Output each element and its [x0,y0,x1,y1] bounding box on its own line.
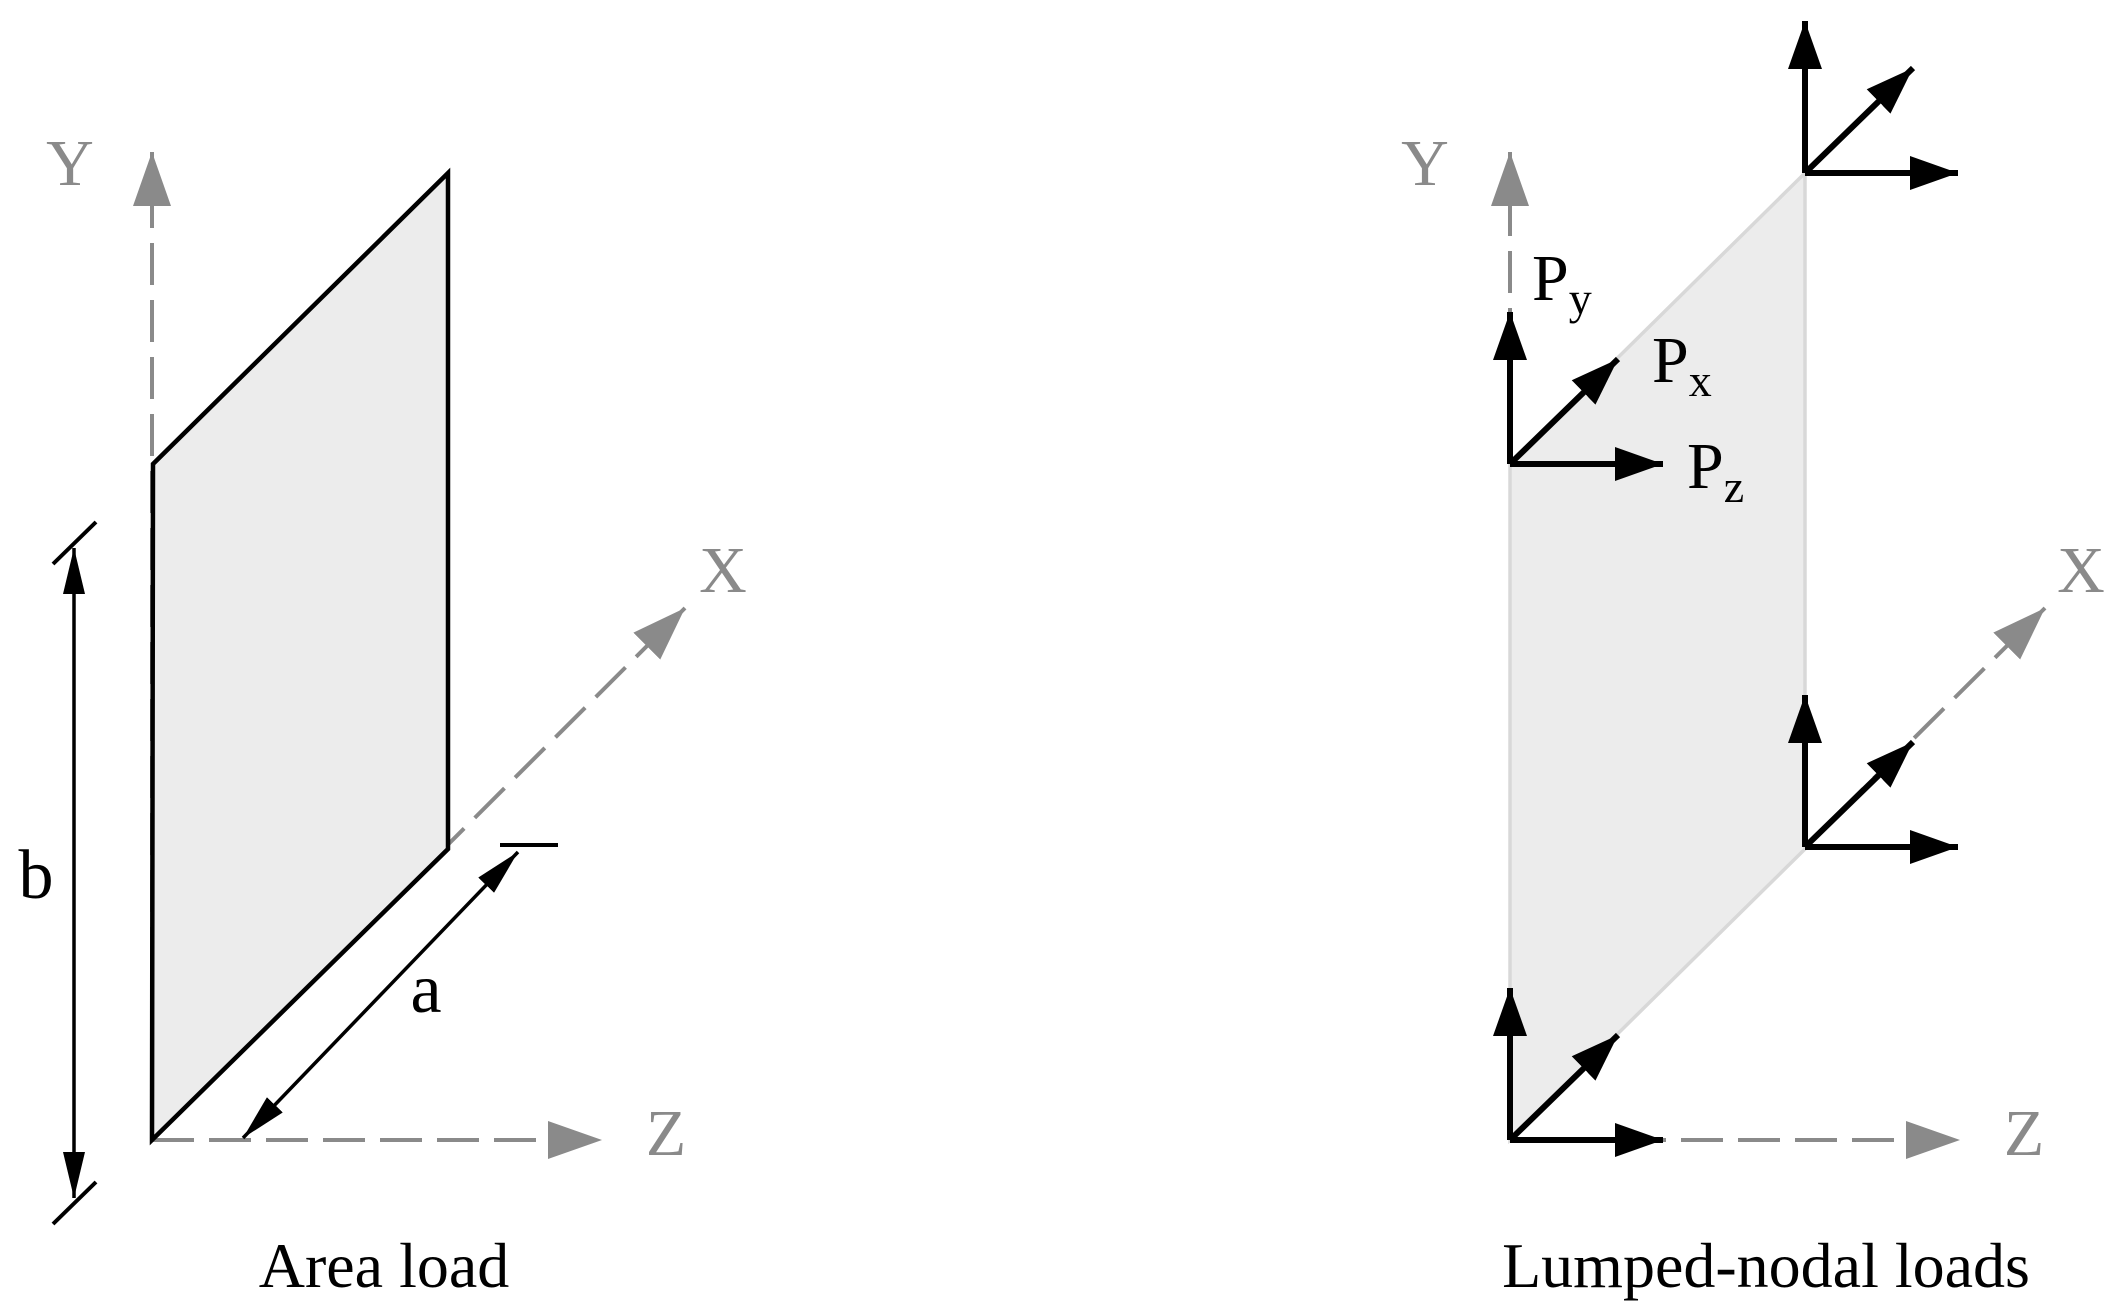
node-triad-top-right [1788,21,1958,190]
node-triad-top-left [1493,312,1663,481]
nodal-force-x-arrow [1507,356,1621,467]
dimension-a-label: a [410,951,441,1028]
dimension-b-label: b [19,837,54,914]
z-axis-label: Z [2004,1097,2044,1170]
dimension-b: b [19,520,98,1226]
load-label-px-sub: x [1689,355,1712,406]
y-axis-label: Y [1401,127,1449,200]
nodal-force-x-arrow [1802,65,1916,176]
load-label-pz-sub: z [1724,461,1744,512]
load-label-pz-base: P [1687,430,1724,503]
nodal-force-x-arrow [1507,1032,1621,1143]
load-label-px-base: P [1652,324,1689,397]
load-label-pz: Pz [1687,430,1744,512]
x-axis-label: X [699,534,747,607]
area-load-diagram: b a Y Z X Area load [19,127,747,1301]
lumped-nodal-loads-caption: Lumped-nodal loads [1502,1230,2030,1301]
dimension-b-top-tick [51,520,98,566]
node-triad-bottom-right [1788,695,1958,864]
dimension-a: a [241,843,558,1140]
node-triad-bottom-left [1493,988,1663,1157]
x-axis-label: X [2057,534,2105,607]
y-axis-label: Y [46,127,94,200]
area-load-caption: Area load [259,1230,510,1301]
lumped-nodal-loads-diagram: Py Px Pz Y Z X Lumped-nodal loads [1401,21,2105,1301]
load-label-px: Px [1652,324,1712,406]
load-label-py-sub: y [1569,273,1592,324]
dimension-a-arrow [241,850,520,1140]
load-label-py-base: P [1532,242,1569,315]
loaded-plate [1508,168,1807,1145]
loaded-plate [149,167,451,1146]
z-axis-label: Z [646,1097,686,1170]
load-label-py: Py [1532,242,1592,324]
dimension-b-bottom-tick [51,1180,98,1226]
nodal-force-x-arrow [1802,739,1916,850]
